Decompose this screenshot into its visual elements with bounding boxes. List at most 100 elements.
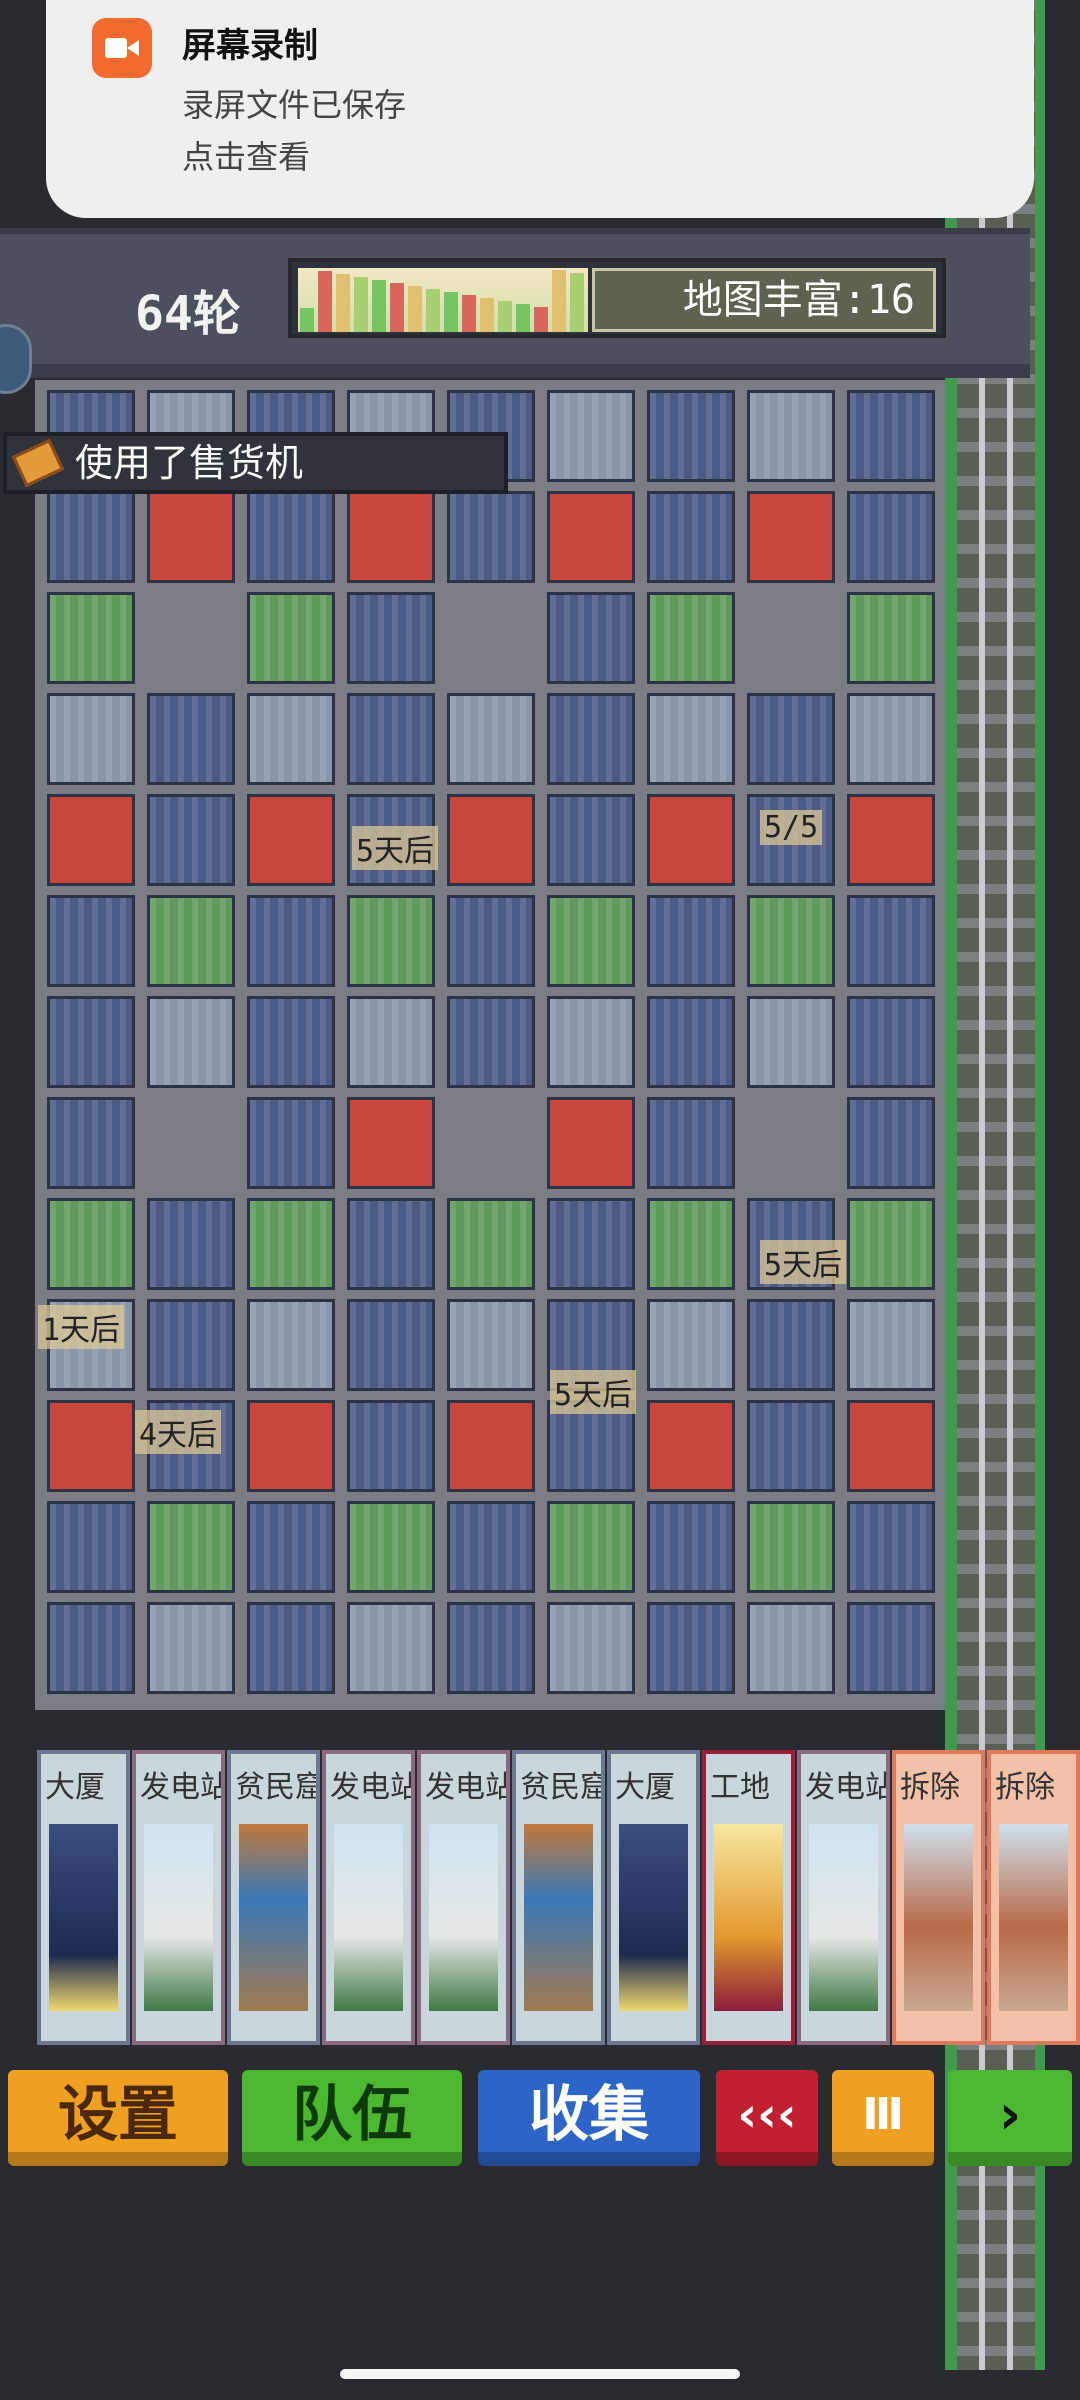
building-tile[interactable] [147, 895, 235, 987]
building-tile[interactable] [647, 1501, 735, 1593]
card-slum[interactable]: 贫民窟 [512, 1750, 605, 2045]
collect-button[interactable]: 收集 [478, 2070, 700, 2166]
building-tile[interactable] [247, 1602, 335, 1694]
card-power[interactable]: 发电站 [417, 1750, 510, 2045]
building-tile[interactable] [747, 895, 835, 987]
building-tile[interactable] [547, 996, 635, 1088]
building-tile[interactable] [247, 1501, 335, 1593]
building-tile[interactable] [747, 491, 835, 583]
card-power[interactable]: 发电站 [322, 1750, 415, 2045]
building-tile[interactable] [347, 491, 435, 583]
building-tile[interactable] [247, 1299, 335, 1391]
settings-button[interactable]: 设置 [8, 2070, 228, 2166]
building-tile[interactable] [447, 1501, 535, 1593]
building-tile[interactable] [147, 491, 235, 583]
building-tile[interactable] [447, 1400, 535, 1492]
card-slum[interactable]: 贫民窟 [227, 1750, 320, 2045]
building-tile[interactable] [47, 1198, 135, 1290]
building-tile[interactable] [847, 1400, 935, 1492]
building-tile[interactable] [247, 1198, 335, 1290]
building-tile[interactable] [547, 1198, 635, 1290]
building-tile[interactable] [747, 390, 835, 482]
building-tile[interactable] [147, 996, 235, 1088]
card-power[interactable]: 发电站 [797, 1750, 890, 2045]
building-tile[interactable] [247, 693, 335, 785]
card-site[interactable]: 工地 [702, 1750, 795, 2045]
building-tile[interactable] [647, 592, 735, 684]
building-tile[interactable] [47, 693, 135, 785]
card-tower[interactable]: 大厦 [607, 1750, 700, 2045]
building-tile[interactable] [647, 1602, 735, 1694]
building-tile[interactable] [747, 1400, 835, 1492]
building-tile[interactable] [647, 390, 735, 482]
screen-recording-notification[interactable]: 屏幕录制 录屏文件已保存 点击查看 [46, 0, 1034, 218]
building-tile[interactable] [647, 895, 735, 987]
building-tile[interactable] [847, 1299, 935, 1391]
team-button[interactable]: 队伍 [242, 2070, 462, 2166]
building-tile[interactable] [47, 1400, 135, 1492]
building-tile[interactable] [147, 1198, 235, 1290]
building-tile[interactable] [347, 592, 435, 684]
city-map[interactable] [35, 380, 945, 1710]
building-tile[interactable] [247, 794, 335, 886]
building-tile[interactable] [747, 1299, 835, 1391]
building-tile[interactable] [847, 1198, 935, 1290]
card-power[interactable]: 发电站 [132, 1750, 225, 2045]
building-tile[interactable] [547, 1097, 635, 1189]
building-tile[interactable] [547, 491, 635, 583]
building-tile[interactable] [47, 1097, 135, 1189]
building-tile[interactable] [347, 1198, 435, 1290]
building-tile[interactable] [247, 996, 335, 1088]
building-tile[interactable] [147, 794, 235, 886]
building-tile[interactable] [547, 390, 635, 482]
building-tile[interactable] [47, 592, 135, 684]
building-tile[interactable] [247, 592, 335, 684]
building-tile[interactable] [647, 491, 735, 583]
building-tile[interactable] [147, 693, 235, 785]
building-tile[interactable] [547, 592, 635, 684]
building-tile[interactable] [147, 1501, 235, 1593]
building-tile[interactable] [447, 1198, 535, 1290]
building-tile[interactable] [47, 1501, 135, 1593]
card-tower[interactable]: 大厦 [37, 1750, 130, 2045]
building-tile[interactable] [247, 1400, 335, 1492]
building-tile[interactable] [547, 895, 635, 987]
building-tile[interactable] [847, 1501, 935, 1593]
building-tile[interactable] [847, 693, 935, 785]
side-badge[interactable] [0, 324, 32, 394]
building-tile[interactable] [747, 1602, 835, 1694]
building-tile[interactable] [447, 895, 535, 987]
building-tile[interactable] [47, 996, 135, 1088]
building-tile[interactable] [747, 693, 835, 785]
building-tile[interactable] [647, 1198, 735, 1290]
pause-button[interactable]: Ⅲ [832, 2070, 934, 2166]
building-tile[interactable] [847, 491, 935, 583]
building-tile[interactable] [547, 693, 635, 785]
building-tile[interactable] [847, 895, 935, 987]
building-tile[interactable] [347, 1097, 435, 1189]
building-tile[interactable] [347, 996, 435, 1088]
building-tile[interactable] [347, 1602, 435, 1694]
building-tile[interactable] [247, 491, 335, 583]
building-tile[interactable] [647, 996, 735, 1088]
building-tile[interactable] [747, 1501, 835, 1593]
building-tile[interactable] [447, 1299, 535, 1391]
building-tile[interactable] [47, 491, 135, 583]
building-tile[interactable] [847, 794, 935, 886]
building-tile[interactable] [147, 1299, 235, 1391]
building-tile[interactable] [747, 996, 835, 1088]
building-tile[interactable] [347, 1299, 435, 1391]
building-tile[interactable] [147, 1602, 235, 1694]
play-button[interactable]: › [948, 2070, 1072, 2166]
building-tile[interactable] [647, 1097, 735, 1189]
building-tile[interactable] [347, 1400, 435, 1492]
building-tile[interactable] [347, 693, 435, 785]
building-tile[interactable] [547, 1400, 635, 1492]
building-tile[interactable] [347, 895, 435, 987]
building-tile[interactable] [447, 693, 535, 785]
building-tile[interactable] [247, 1097, 335, 1189]
building-tile[interactable] [547, 1602, 635, 1694]
building-tile[interactable] [447, 491, 535, 583]
building-tile[interactable] [847, 1097, 935, 1189]
building-tile[interactable] [547, 794, 635, 886]
